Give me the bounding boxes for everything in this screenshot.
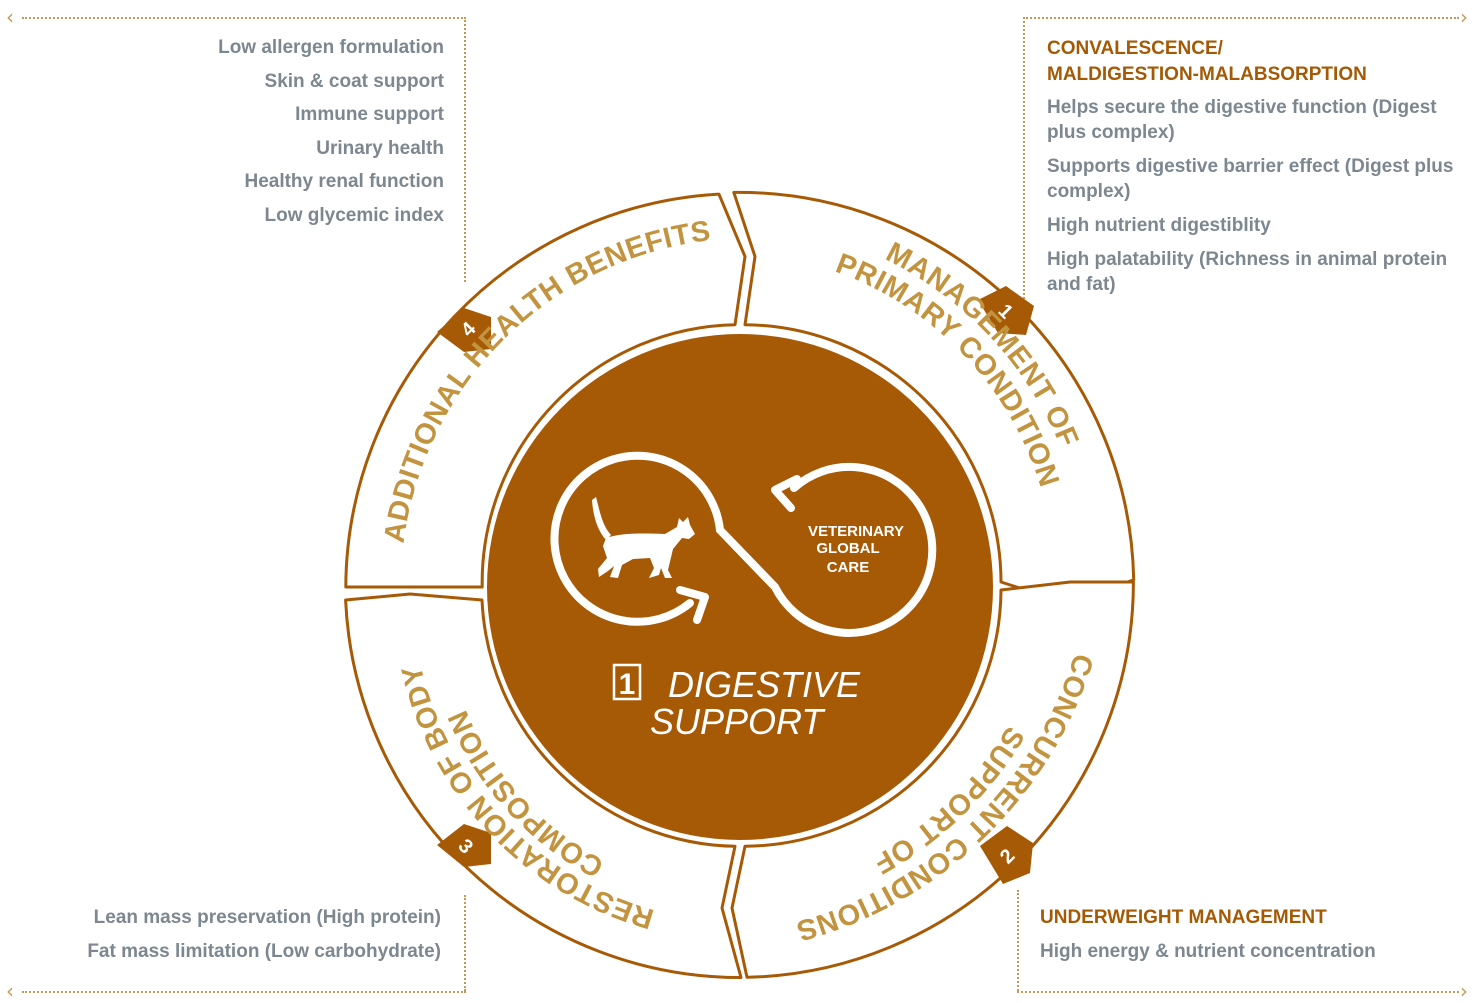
right-arrow-icon: › <box>1460 5 1468 29</box>
list-item: High nutrient digestiblity <box>1047 215 1271 236</box>
bottom-left-dotted-line <box>22 991 466 993</box>
list-item: Healthy renal function <box>244 171 444 192</box>
left-arrow-icon: ‹ <box>6 979 14 1003</box>
list-item: Urinary health <box>316 137 444 159</box>
loop-arrow-icon <box>676 475 801 624</box>
center-disc <box>487 334 993 840</box>
additional-benefits-list: Low allergen formulation Skin & coat sup… <box>218 31 444 232</box>
veterinary-global-care-line1: VETERINARY <box>808 523 904 540</box>
infinity-loop-icon <box>550 451 937 637</box>
center-title-line2: SUPPORT <box>650 701 826 742</box>
bottom-right-dotted-line <box>1017 991 1459 993</box>
left-arrow-icon: ‹ <box>6 5 14 29</box>
list-item: Lean mass preservation (High protein) <box>93 907 441 928</box>
primary-condition-heading: CONVALESCENCE/ MALDIGESTION-MALABSORPTIO… <box>1047 38 1367 85</box>
primary-condition-list: Helps secure the digestive function (Dig… <box>1047 95 1457 306</box>
badge-4 <box>437 308 491 352</box>
bottom-right-dotted-rise <box>1017 890 1019 991</box>
number-box <box>612 663 642 701</box>
bottom-left-dotted-rise <box>464 895 466 991</box>
list-item: Low glycemic index <box>264 204 445 226</box>
badge-1 <box>978 286 1034 335</box>
number-box-label: 1 <box>619 668 636 701</box>
top-right-dotted-drop <box>1023 17 1025 327</box>
list-item: High energy & nutrient concentration <box>1040 941 1376 962</box>
list-item: Low allergen formulation <box>218 37 444 58</box>
list-item: Helps secure the digestive function (Dig… <box>1047 97 1437 143</box>
underweight-heading: UNDERWEIGHT MANAGEMENT <box>1040 907 1327 928</box>
list-item: Supports digestive barrier effect (Diges… <box>1047 156 1454 202</box>
list-item: High palatability (Richness in animal pr… <box>1047 249 1448 295</box>
underweight-list: High energy & nutrient concentration <box>1040 935 1376 969</box>
center-title-line1: DIGESTIVE <box>668 664 861 705</box>
list-item: Fat mass limitation (Low carbohydrate) <box>87 941 441 962</box>
veterinary-global-care-line3: CARE <box>827 559 870 576</box>
body-composition-list: Lean mass preservation (High protein) Fa… <box>87 901 441 969</box>
top-left-dotted-drop <box>464 17 466 282</box>
top-right-dotted-line <box>1023 17 1459 19</box>
veterinary-global-care-line2: GLOBAL <box>816 540 879 557</box>
top-left-dotted-line <box>22 17 466 19</box>
cat-icon <box>592 497 695 578</box>
list-item: Skin & coat support <box>264 70 444 92</box>
badge-3 <box>437 824 491 867</box>
right-arrow-icon: › <box>1460 979 1468 1003</box>
badge-2 <box>980 826 1033 884</box>
list-item: Immune support <box>295 104 444 125</box>
